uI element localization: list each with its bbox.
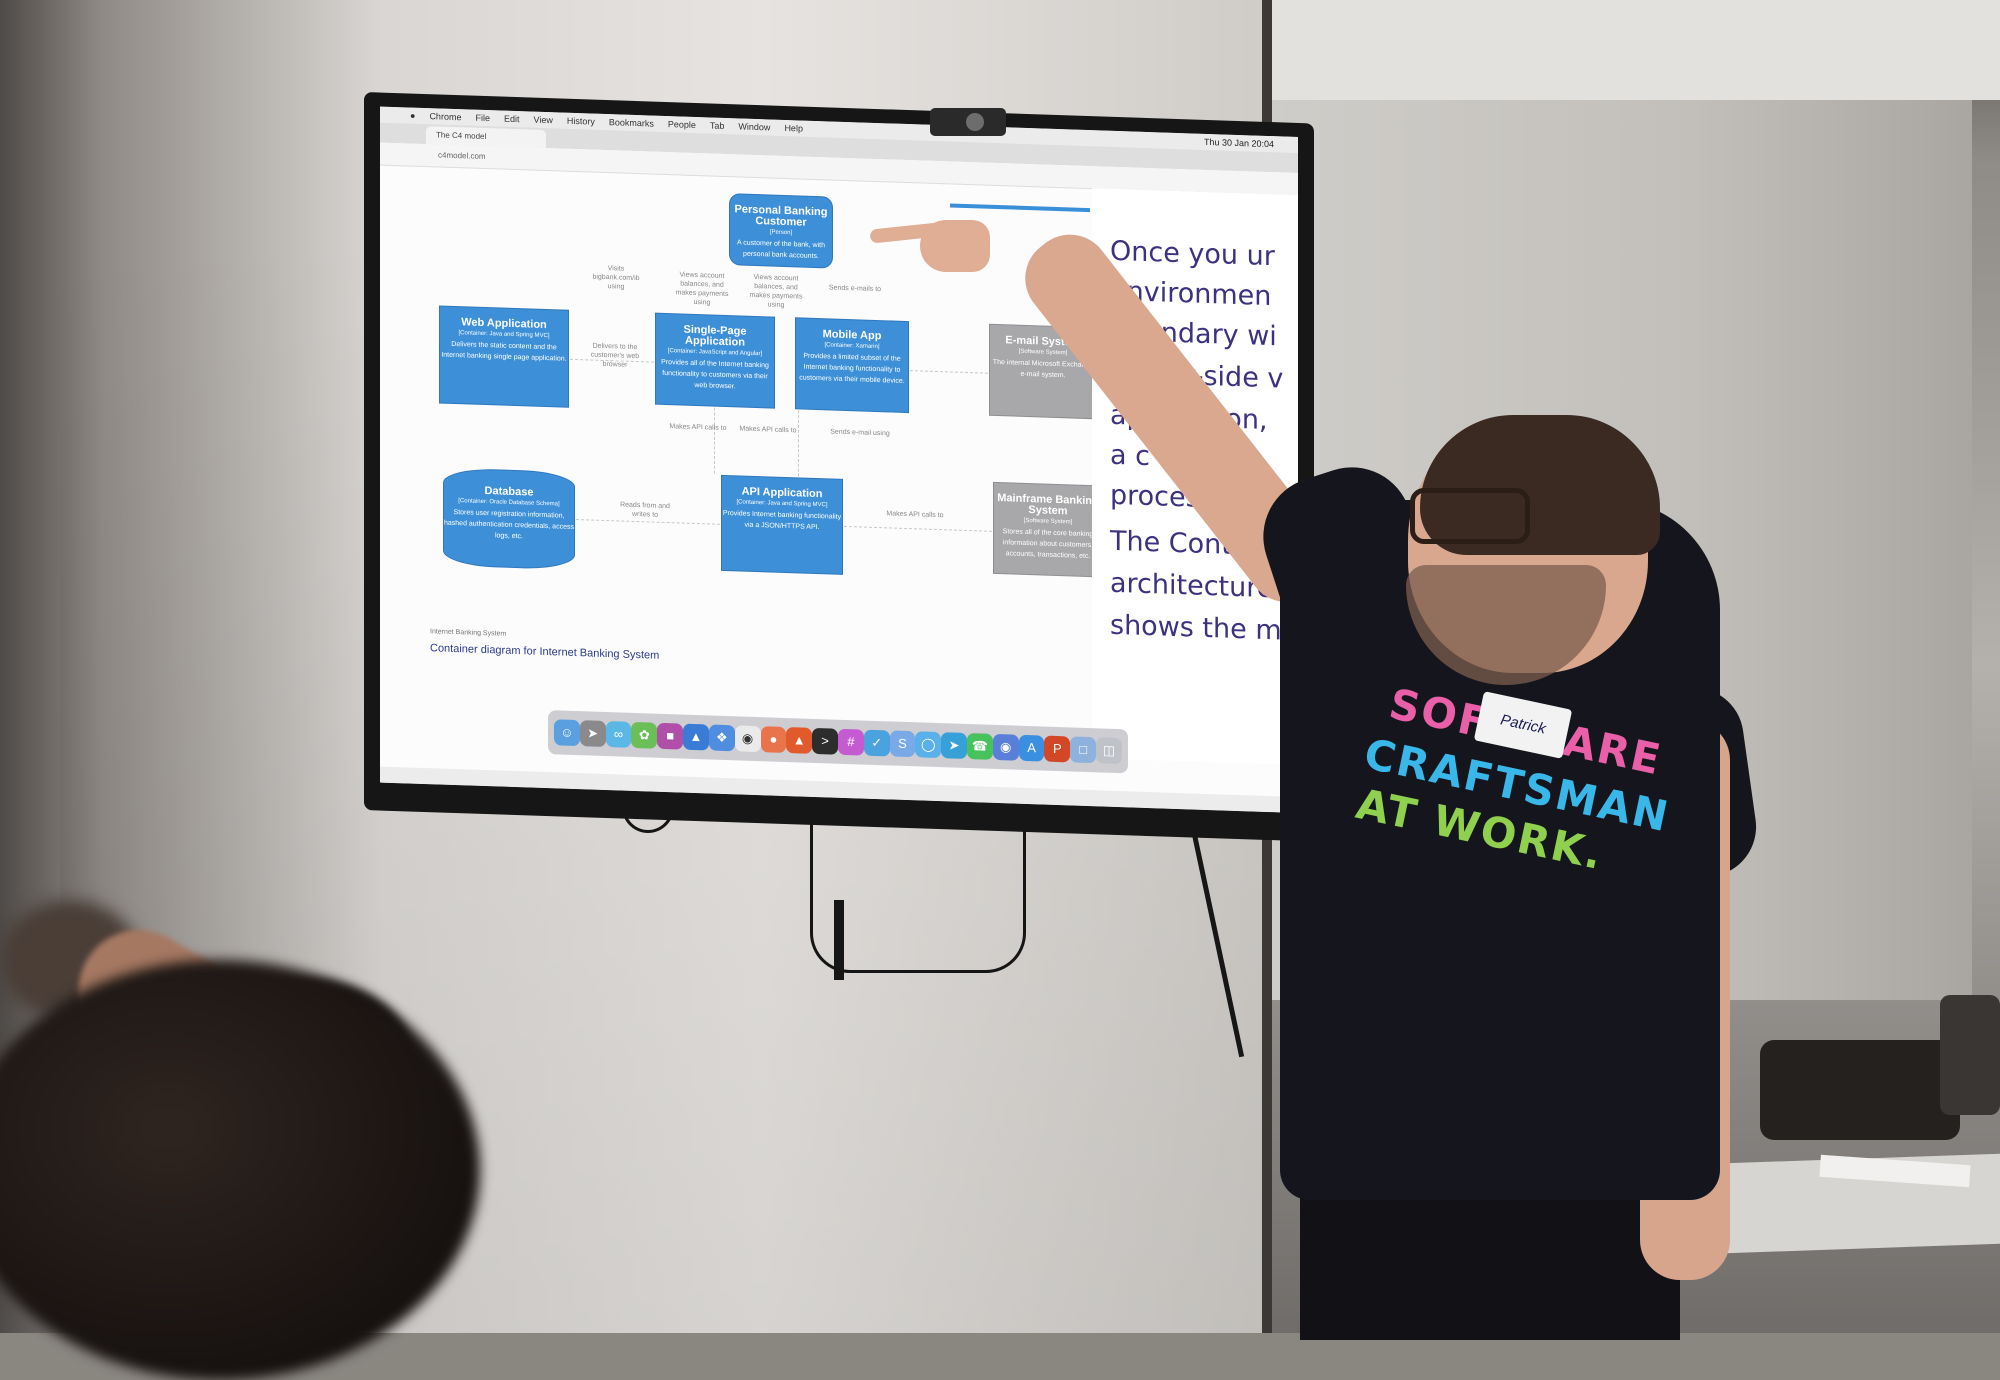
skype-icon[interactable]: S [889,730,916,758]
edge-label-delivers: Delivers to the customer's web browser [590,342,640,369]
mobile-app-box: Mobile App [Container: Xamarin] Provides… [796,318,908,413]
edge-label-views: Views account balances, and makes paymen… [749,273,803,309]
menubar-clock: Thu 30 Jan 20:04 [1203,136,1274,150]
launchpad-icon[interactable]: ➤ [579,720,606,748]
connector-line [576,519,720,525]
edge-label-sends-email-using: Sends e-mail using [830,428,890,438]
safari-icon[interactable]: ❖ [708,724,735,752]
edge-label-api-calls: Makes API calls to [739,425,797,435]
web-app-desc: Delivers the static content and the Inte… [441,340,567,363]
edge-label-visits: Visits bigbank.com/ib using [592,265,640,291]
slack-icon[interactable]: # [837,728,864,756]
mobile-desc: Provides a limited subset of the Interne… [799,352,905,385]
spa-box: Single-Page Application [Container: Java… [656,313,774,408]
menu-item-window[interactable]: Window [738,121,771,133]
app-icon[interactable]: ◉ [992,733,1019,761]
person-box: Personal Banking Customer [Person] A cus… [730,194,832,268]
edge-label-sends-email: Sends e-mails to [828,284,882,294]
menu-item-chrome[interactable]: Chrome [429,111,462,123]
terminal-icon[interactable]: > [812,727,838,755]
spa-desc: Provides all of the Internet banking fun… [661,358,769,391]
menu-item-people[interactable]: People [667,119,696,131]
intellij-icon[interactable]: ■ [657,722,684,750]
slide-line: shows the m [1110,609,1282,647]
app-icon[interactable]: ✓ [863,729,890,757]
presenter-pants [1300,1180,1680,1340]
apple-icon[interactable]: ● [410,110,416,121]
database-cylinder: Database [Container: Oracle Database Sch… [444,468,574,569]
mainframe-desc: Stores all of the core banking informati… [1002,528,1094,561]
menu-item-history[interactable]: History [566,115,595,127]
edge-label-reads-writes: Reads from and writes to [620,501,670,519]
progress-bar [950,203,1090,213]
messages-icon[interactable]: ◯ [915,731,942,759]
spring-icon[interactable]: ✿ [631,721,658,749]
chrome-icon[interactable]: ◉ [734,725,761,753]
mainframe-box: Mainframe Banking System [Software Syste… [994,482,1102,577]
api-app-box: API Application [Container: Java and Spr… [722,475,842,574]
app-icon[interactable]: ∞ [605,721,632,748]
powerpoint-icon[interactable]: P [1044,735,1071,763]
connector-line [844,525,992,532]
connector-line [798,410,800,477]
database-desc: Stores user registration information, ha… [444,508,574,541]
trash-icon[interactable]: ◫ [1096,737,1122,765]
audience-head [0,960,480,1380]
status-bar [380,766,1298,813]
web-app-box: Web Application [Container: Java and Spr… [440,306,568,407]
connector-line [714,407,716,474]
black-bag [1760,1040,1960,1140]
brave-icon[interactable]: ▲ [786,727,813,754]
folder-icon[interactable]: □ [1070,736,1097,764]
presenter-hair [1420,415,1660,555]
webcam-lens [966,113,984,131]
presenter-glasses [1410,488,1530,544]
finder-icon[interactable]: ☺ [554,719,580,747]
menu-item-view[interactable]: View [533,114,553,126]
menu-item-help[interactable]: Help [784,122,803,134]
boundary-label: Internet Banking System [430,628,507,638]
telegram-icon[interactable]: ➤ [941,732,967,760]
power-adapter [834,900,844,980]
edge-label-api-calls: Makes API calls to [669,423,727,433]
whatsapp-icon[interactable]: ☎ [967,733,993,760]
diagram-caption: Container diagram for Internet Banking S… [430,642,660,662]
mac-dock: ☺ ➤ ∞ ✿ ■ ▲ ❖ ◉ ● ▲ > # ✓ S ◯ ➤ ☎ ◉ A P … [548,710,1128,774]
grey-bag [1940,995,2000,1115]
person-desc: A customer of the bank, with personal ba… [737,239,825,261]
menu-item-edit[interactable]: Edit [503,113,520,125]
whiteboard-frame [1268,0,2000,100]
tv-cable [810,780,1026,973]
menu-item-tab[interactable]: Tab [709,120,725,131]
vs-icon[interactable]: ▲ [683,723,709,751]
api-desc: Provides Internet banking functionality … [722,509,842,532]
edge-label-views: Views account balances, and makes paymen… [675,271,729,307]
menu-item-file[interactable]: File [475,112,490,124]
menu-item-bookmarks[interactable]: Bookmarks [608,117,654,129]
edge-label-api-calls: Makes API calls to [886,510,944,520]
connector-line [910,370,988,374]
firefox-icon[interactable]: ● [760,726,787,754]
app-store-icon[interactable]: A [1018,734,1045,762]
